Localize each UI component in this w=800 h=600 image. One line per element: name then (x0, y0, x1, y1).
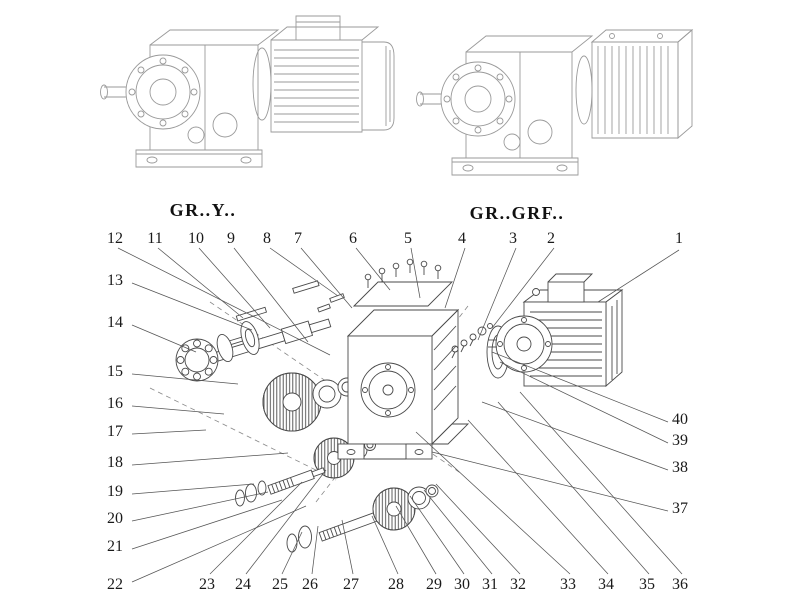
callout-34: 34 (598, 576, 614, 593)
callout-29: 29 (426, 576, 442, 593)
callout-27: 27 (343, 576, 359, 593)
callout-7: 7 (294, 230, 302, 247)
callout-35: 35 (639, 576, 655, 593)
input-shaft-group (210, 280, 332, 363)
exploded-drawing (149, 258, 624, 553)
callout-20: 20 (107, 510, 123, 527)
assembled-view-gr-y (100, 15, 395, 168)
callout-33: 33 (560, 576, 576, 593)
pinion-shaft-group (235, 467, 326, 507)
output-shaft-group (286, 484, 439, 553)
callout-22: 22 (107, 576, 123, 593)
callout-6: 6 (349, 230, 357, 247)
callout-4: 4 (458, 230, 466, 247)
callout-9: 9 (227, 230, 235, 247)
callout-15: 15 (107, 363, 123, 380)
callout-26: 26 (302, 576, 318, 593)
callout-2: 2 (547, 230, 555, 247)
callout-14: 14 (107, 314, 123, 331)
callout-12: 12 (107, 230, 123, 247)
callout-3: 3 (509, 230, 517, 247)
assembled-view-gr-grf (416, 29, 694, 176)
callout-17: 17 (107, 423, 123, 440)
caption-gr-y: GR..Y.. (169, 200, 237, 220)
callout-8: 8 (263, 230, 271, 247)
callout-10: 10 (188, 230, 204, 247)
callout-18: 18 (107, 454, 123, 471)
callout-16: 16 (107, 395, 123, 412)
motor (488, 273, 624, 387)
callout-21: 21 (107, 538, 123, 555)
callout-23: 23 (199, 576, 215, 593)
cover-and-bolts (317, 258, 454, 313)
leader-lines (117, 247, 683, 583)
callout-24: 24 (235, 576, 251, 593)
callout-28: 28 (388, 576, 404, 593)
caption-gr-grf: GR..GRF.. (469, 203, 565, 223)
callout-1: 1 (675, 230, 683, 247)
callout-40: 40 (672, 411, 688, 428)
fastener-row (451, 323, 493, 359)
callout-25: 25 (272, 576, 288, 593)
callout-39: 39 (672, 432, 688, 449)
callout-38: 38 (672, 459, 688, 476)
gear-housing (337, 308, 470, 460)
callout-5: 5 (404, 230, 412, 247)
callout-30: 30 (454, 576, 470, 593)
callout-32: 32 (510, 576, 526, 593)
callout-13: 13 (107, 272, 123, 289)
callout-37: 37 (672, 500, 688, 517)
callout-31: 31 (482, 576, 498, 593)
callout-36: 36 (672, 576, 688, 593)
bearing-left (175, 338, 219, 382)
callout-11: 11 (147, 230, 163, 247)
callout-19: 19 (107, 483, 123, 500)
